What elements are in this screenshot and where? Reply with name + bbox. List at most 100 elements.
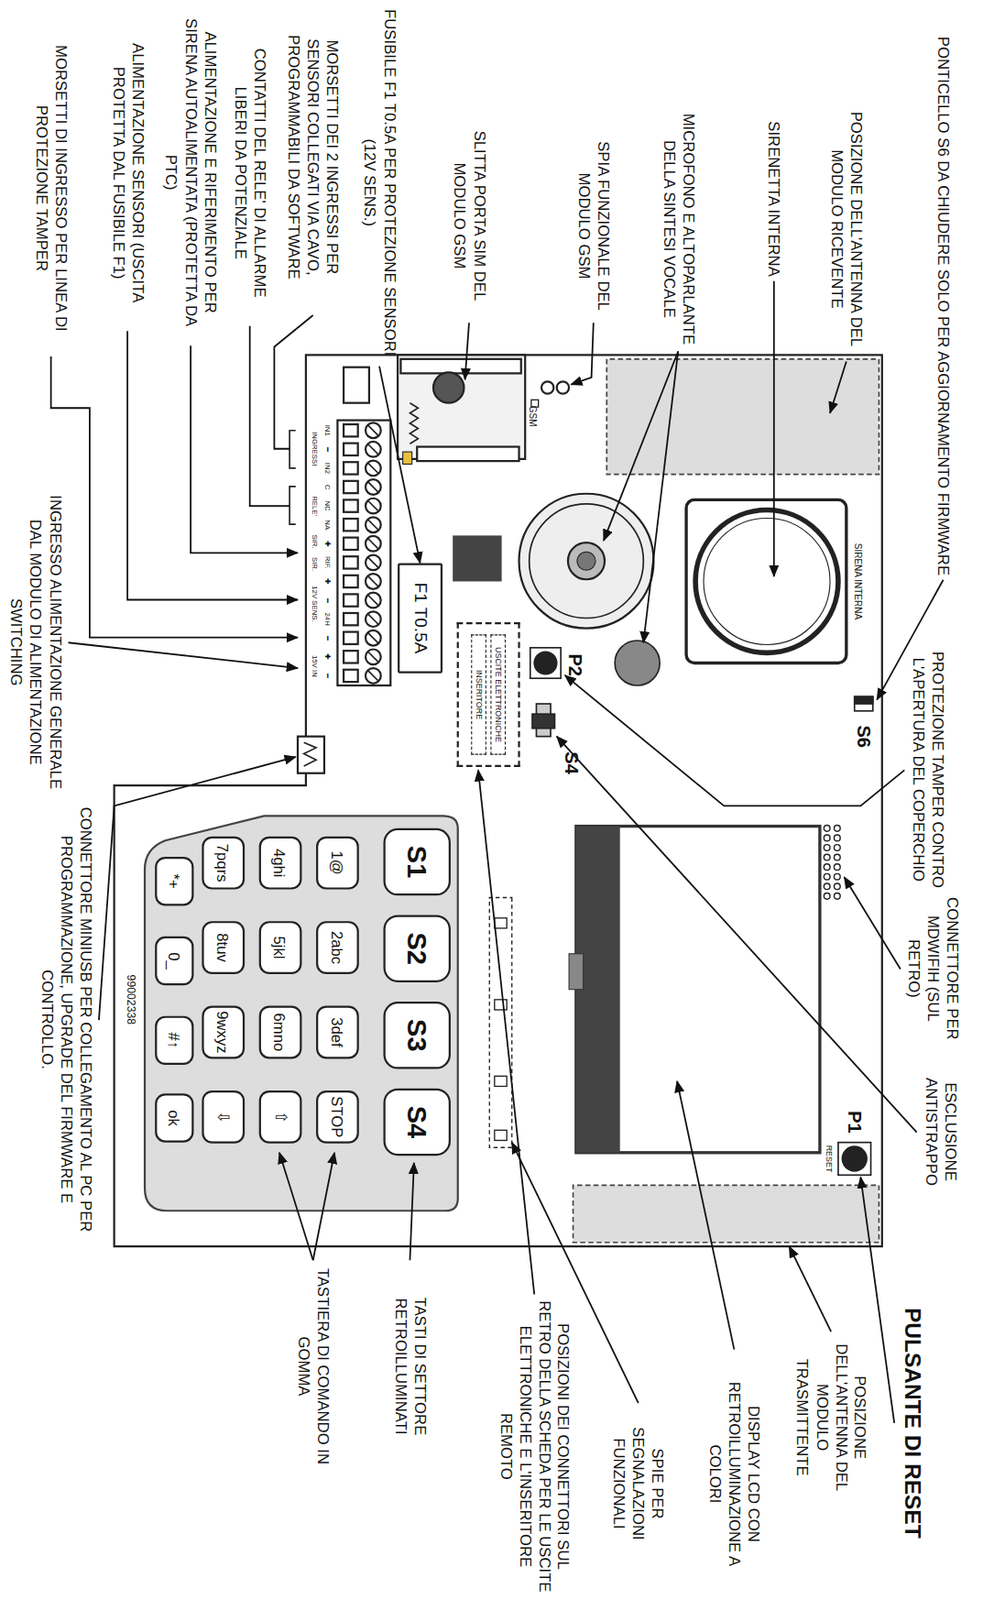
key-label: 2abc xyxy=(328,930,347,964)
leader-line xyxy=(830,361,847,414)
leader-line xyxy=(250,326,290,506)
terminal-label: 12V SENS. xyxy=(309,585,319,623)
callout-label: FUSIBILE F1 T0.5A PER PROTEZIONE SENSORI… xyxy=(360,3,399,361)
callout-label: DISPLAY LCD CON RETROILLUMINAZIONE A COL… xyxy=(705,1353,764,1595)
leader-line xyxy=(789,1245,832,1332)
terminal-label: ━ xyxy=(323,447,333,453)
leader-line xyxy=(570,322,593,384)
key-label: S4 xyxy=(401,1105,434,1138)
leader-line xyxy=(127,330,298,600)
key-label: S1 xyxy=(401,845,434,878)
terminal-label: SIR. xyxy=(309,534,319,550)
buttons xyxy=(530,647,872,1175)
callout-label: POSIZIONE DELL'ANTENNA DEL MODULO RICEVE… xyxy=(827,101,866,357)
callout-label: SPIE PER SEGNALAZIONI FUNZIONALI xyxy=(609,1407,667,1561)
key-label: 4ghi xyxy=(272,848,290,878)
callout-label: SLITTA PORTA SIM DEL MODULO GSM xyxy=(449,113,489,318)
leader-line xyxy=(51,356,298,638)
part-label: P2 xyxy=(564,653,588,678)
key-label: 0_ xyxy=(165,951,184,970)
part-label: 99002338 xyxy=(123,973,138,1026)
terminal-label: ✚ xyxy=(323,653,333,661)
callout-label: SIRENETTA INTERNA xyxy=(764,120,785,277)
callout-label: PONTICELLO S6 DA CHIUDERE SOLO PER AGGIO… xyxy=(933,36,953,577)
terminal-label: ━ xyxy=(323,597,333,603)
sim-slot xyxy=(343,354,525,464)
rubber-keypad xyxy=(144,815,459,1211)
callout-label: PULSANTE DI RESET xyxy=(898,1306,928,1539)
terminal-label: INGRESSI xyxy=(309,431,319,467)
key-label: ok xyxy=(165,1109,184,1126)
key-label: STOP xyxy=(328,1095,347,1137)
lcd-display xyxy=(568,826,820,1153)
terminal-label: 15V IN xyxy=(309,655,319,678)
callout-label: POSIZIONI DEI CONNETTORI SUL RETRO DELLA… xyxy=(495,1298,572,1595)
node-text: INSERITORE xyxy=(470,633,487,754)
pcb xyxy=(114,354,883,1246)
callout-label: ALIMENTAZIONE SENSORI (USCITA PROTETTA D… xyxy=(109,20,148,327)
part-label: S6 xyxy=(852,724,876,749)
callout-label: MICROFONO E ALTOPARLANTE DELLA SINTESI V… xyxy=(659,111,699,347)
keypad-key: ok xyxy=(154,1092,194,1142)
callout-label: ESCLUSIONE ANTISTRAPPO xyxy=(921,1055,961,1209)
key-label: S2 xyxy=(401,931,434,964)
keypad-key: S1 xyxy=(382,828,450,896)
terminal-block xyxy=(337,420,391,686)
key-label: 9wxyz xyxy=(214,1010,232,1053)
status-leds xyxy=(489,897,512,1148)
keypad-key: 2abc xyxy=(316,920,360,974)
callout-label: CONNETTORE PER MDWIFIH (SUL RETRO) xyxy=(904,891,962,1045)
node-text: F1 T0.5A xyxy=(409,582,430,654)
usb-connector xyxy=(297,736,325,774)
terminal-bracket xyxy=(289,430,296,525)
part-label: SIRENA INTERNA xyxy=(851,542,864,621)
terminal-label: ✚ xyxy=(323,539,333,547)
callout-label: ALIMENTAZIONE E RIFERIMENTO PER SIRENA A… xyxy=(162,3,220,340)
gsm-led xyxy=(531,381,569,407)
antennas xyxy=(573,359,880,1243)
callout-label: SPIA FUNZIONALE DEL MODULO GSM xyxy=(574,133,613,317)
node-text: USCITE ELETTRONICHE xyxy=(490,633,506,754)
speaker xyxy=(519,493,661,686)
keypad-key: S4 xyxy=(382,1088,450,1156)
key-label: 1@ xyxy=(328,851,347,875)
key-label: 5jkl xyxy=(272,936,290,960)
leader-line xyxy=(279,1152,314,1260)
keypad-key: STOP xyxy=(316,1090,360,1144)
key-label: 7pqrs xyxy=(214,843,232,883)
terminal-label: ━ xyxy=(323,673,333,679)
keypad-key: 1@ xyxy=(316,836,360,890)
callout-label: INGRESSO ALIMENTAZIONE GENERALE DAL MODU… xyxy=(6,489,65,796)
keypad-key: 8tuv xyxy=(201,920,245,974)
keypad-key: 0_ xyxy=(154,936,194,985)
leader-line xyxy=(773,281,776,577)
keypad-key: 3def xyxy=(316,1005,360,1060)
key-label: 8tuv xyxy=(214,932,232,962)
callout-label: CONNETTORE MINIUSB PER COLLEGAMENTO AL P… xyxy=(37,795,96,1245)
leader-line xyxy=(643,350,678,643)
keypad-key: S2 xyxy=(382,914,450,982)
keypad-key: ⇩ xyxy=(201,1090,245,1144)
terminal-label: C xyxy=(323,483,333,491)
callout-label: POSIZIONE DELL'ANTENNA DEL MODULO TRASMI… xyxy=(792,1335,869,1499)
terminal-label: NA xyxy=(323,519,333,531)
jumpers xyxy=(532,696,874,736)
leader-line xyxy=(465,322,470,380)
connector-box: USCITE ELETTRONICHEINSERITORE xyxy=(457,622,521,767)
keypad-key: 4ghi xyxy=(259,836,303,890)
terminal-label: RIF. xyxy=(323,556,333,569)
keypad-key: ⇧ xyxy=(259,1090,303,1144)
keypad-key: 9wxyz xyxy=(201,1005,245,1060)
part-label: GSM xyxy=(526,404,539,427)
keypad-key: #↑ xyxy=(154,1015,194,1065)
key-label: ⇧ xyxy=(271,1110,290,1124)
keypad-key: S3 xyxy=(382,1001,450,1069)
callout-label: TASTIERA DI COMANDO IN GOMMA xyxy=(294,1264,333,1469)
key-label: 6mno xyxy=(272,1013,290,1052)
terminal-label: NC xyxy=(323,500,333,512)
callout-label: TASTI DI SETTORE RETROILLUMINATI xyxy=(391,1264,430,1469)
terminal-label: ━ xyxy=(323,634,333,641)
callout-label: CONTATTI DEL RELE' DI ALLARME LIBERI DA … xyxy=(230,24,270,321)
callout-label: MORSETTI DEI 2 INGRESSI PER SENSORI COLL… xyxy=(283,3,342,310)
